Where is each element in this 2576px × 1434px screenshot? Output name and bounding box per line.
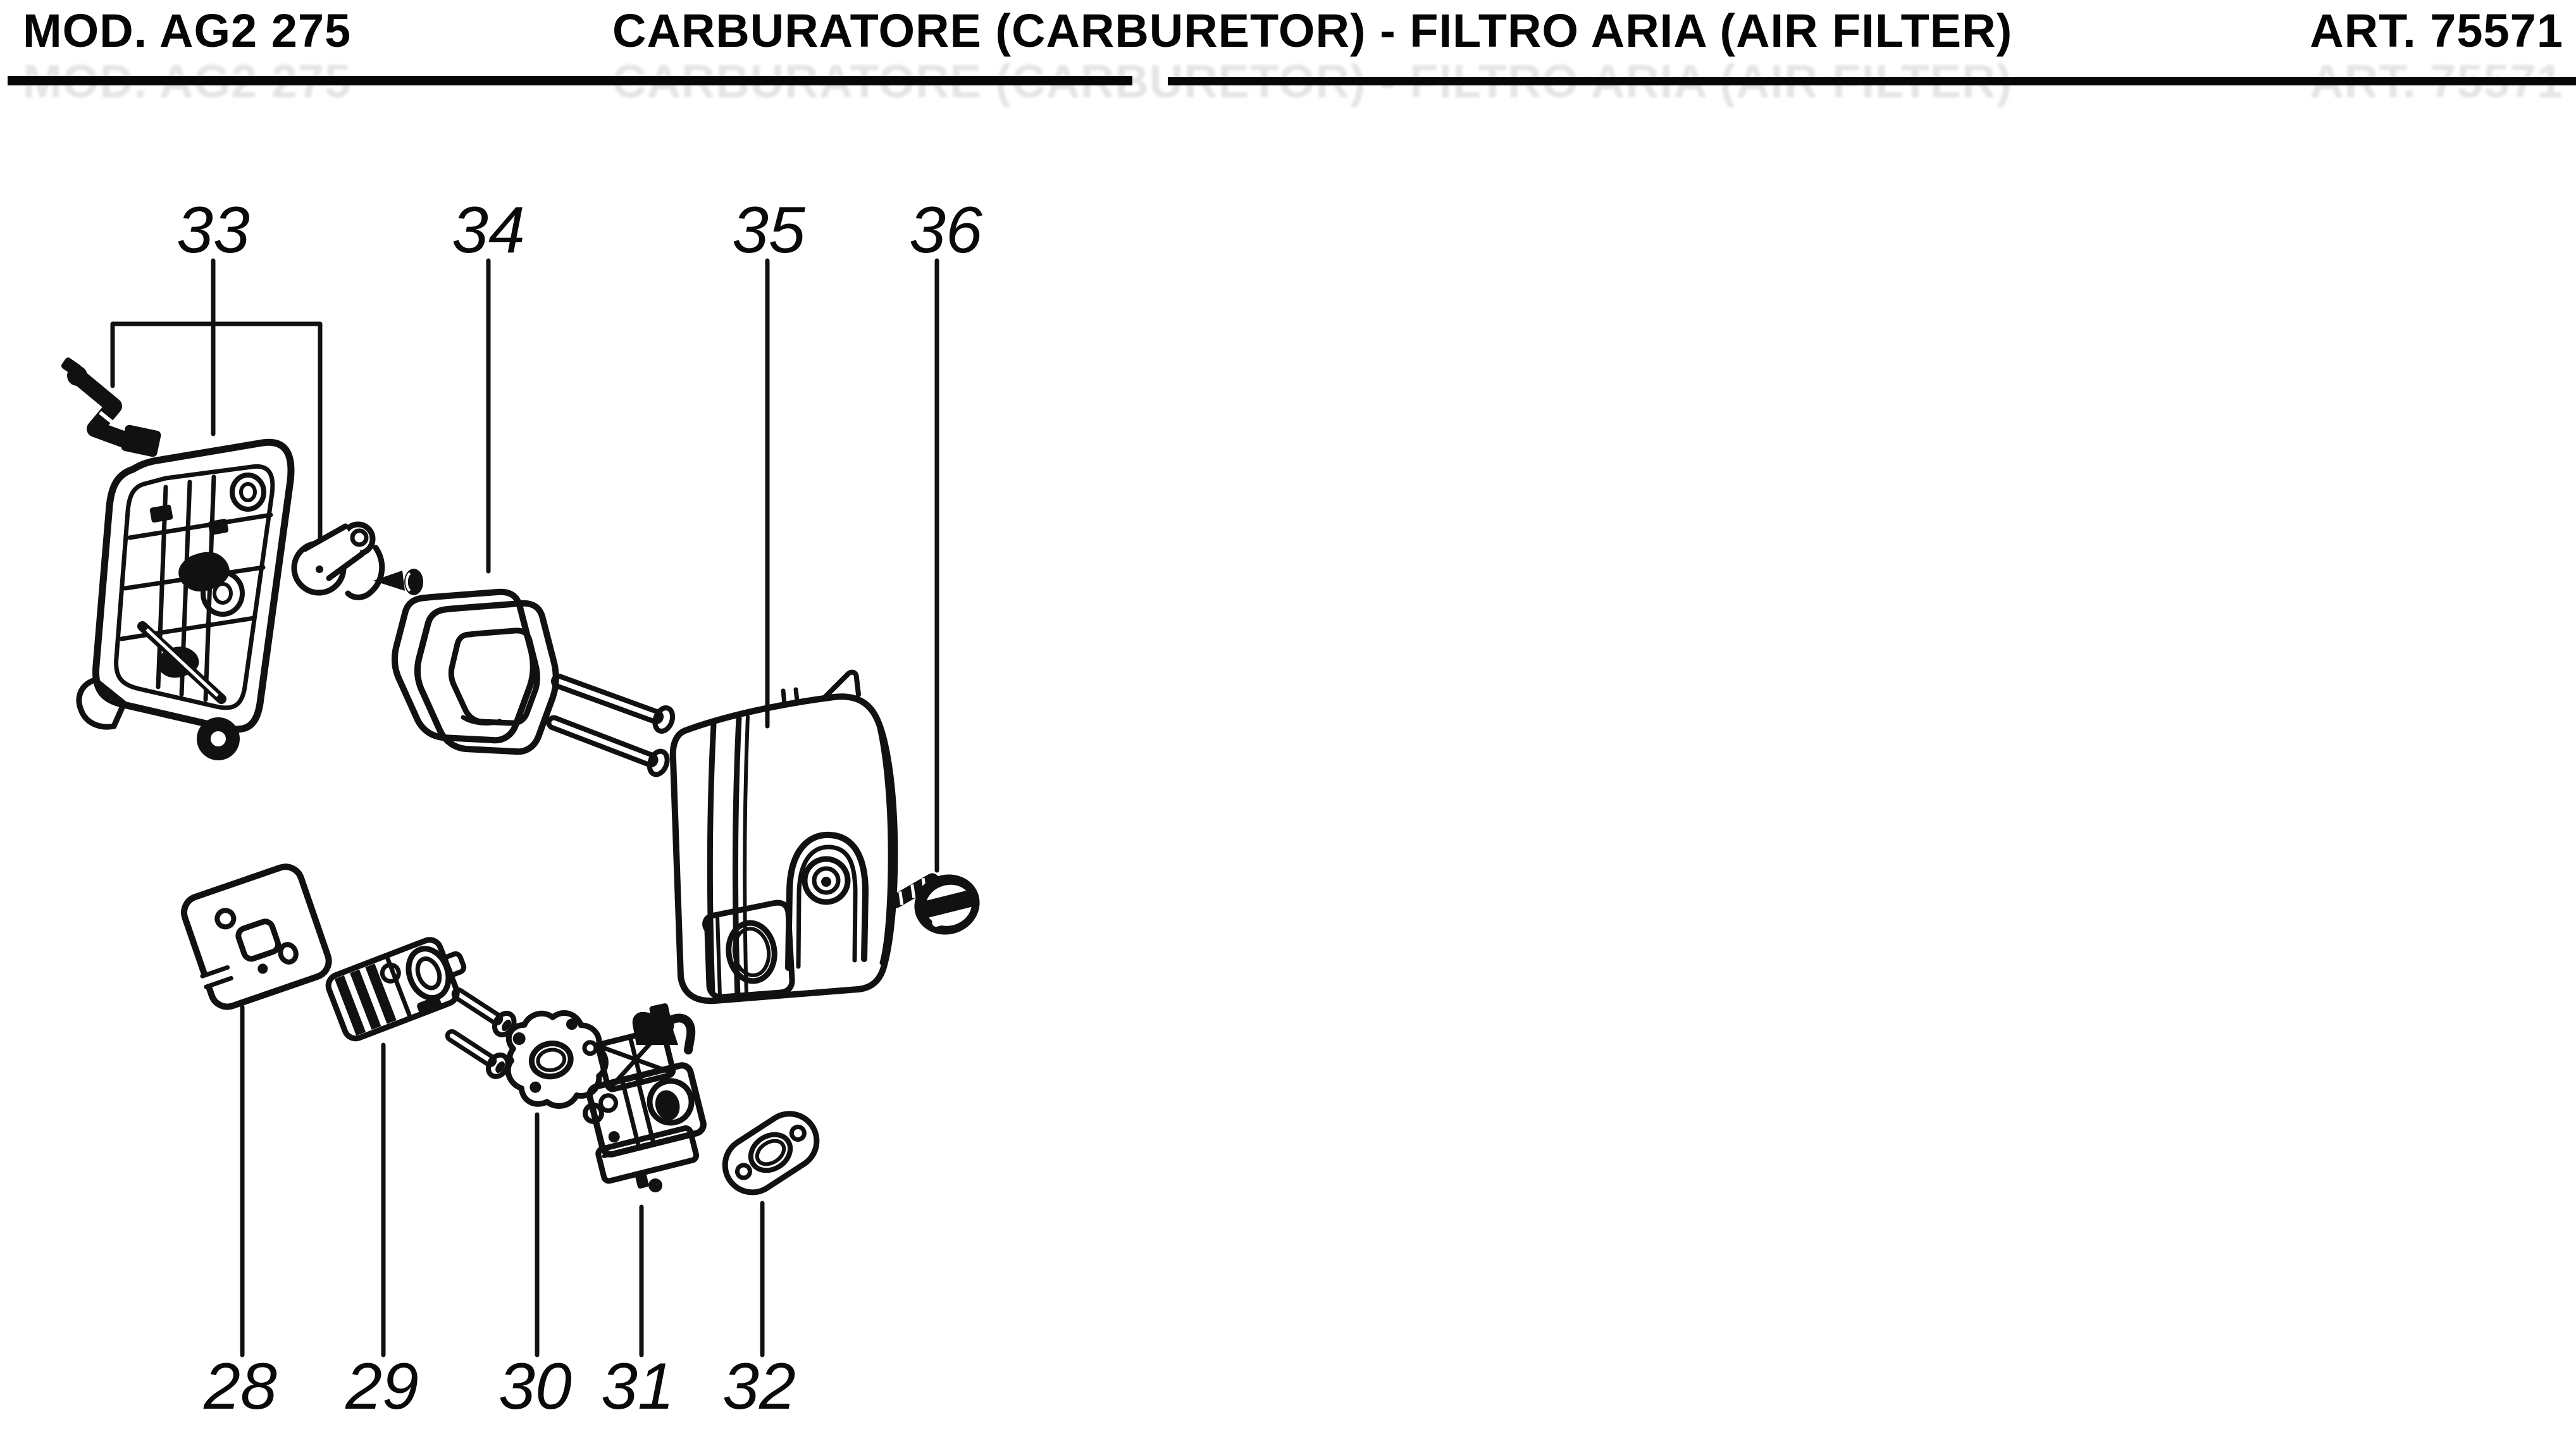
leader-33	[110, 258, 323, 563]
part-label-29: 29	[345, 1350, 419, 1423]
cam-lever-drawing	[291, 521, 385, 600]
part-label-32: 32	[722, 1350, 796, 1423]
part-label-31: 31	[601, 1350, 674, 1423]
flange-gasket-drawing	[722, 1111, 820, 1196]
carb-gasket-drawing	[505, 1010, 609, 1109]
backplate-boss-top	[230, 473, 266, 512]
cover-intake-hole	[726, 920, 777, 984]
mounting-studs-drawing	[546, 673, 676, 777]
part-label-35: 35	[732, 194, 805, 267]
leader-lines	[110, 258, 939, 1357]
cover-screw-boss	[802, 856, 851, 905]
part-label-30: 30	[498, 1350, 572, 1423]
cover-knob-screw-drawing	[889, 873, 980, 935]
gasket-plate-drawing	[181, 863, 332, 1010]
part-label-34: 34	[452, 194, 525, 267]
screw-drawing	[373, 569, 423, 595]
venturi-hole	[647, 1078, 695, 1126]
part-label-36: 36	[909, 194, 982, 267]
carburetor-drawing	[583, 1003, 707, 1192]
primer-pump-drawing	[325, 937, 467, 1042]
header-article: ART. 75571	[2310, 4, 2563, 57]
header-rule-left	[8, 76, 1132, 85]
choke-lever-drawing	[61, 357, 161, 457]
part-label-28: 28	[204, 1350, 277, 1423]
page-title: CARBURATORE (CARBURETOR) - FILTRO ARIA (…	[612, 4, 2013, 57]
part-label-33: 33	[176, 194, 250, 267]
header-rule-right	[1168, 77, 2576, 85]
filter-spacer-ring-drawing	[395, 592, 556, 752]
header-model: MOD. AG2 275	[23, 4, 352, 57]
air-filter-cover-drawing	[669, 669, 898, 1004]
air-filter-backplate-drawing	[76, 438, 295, 760]
